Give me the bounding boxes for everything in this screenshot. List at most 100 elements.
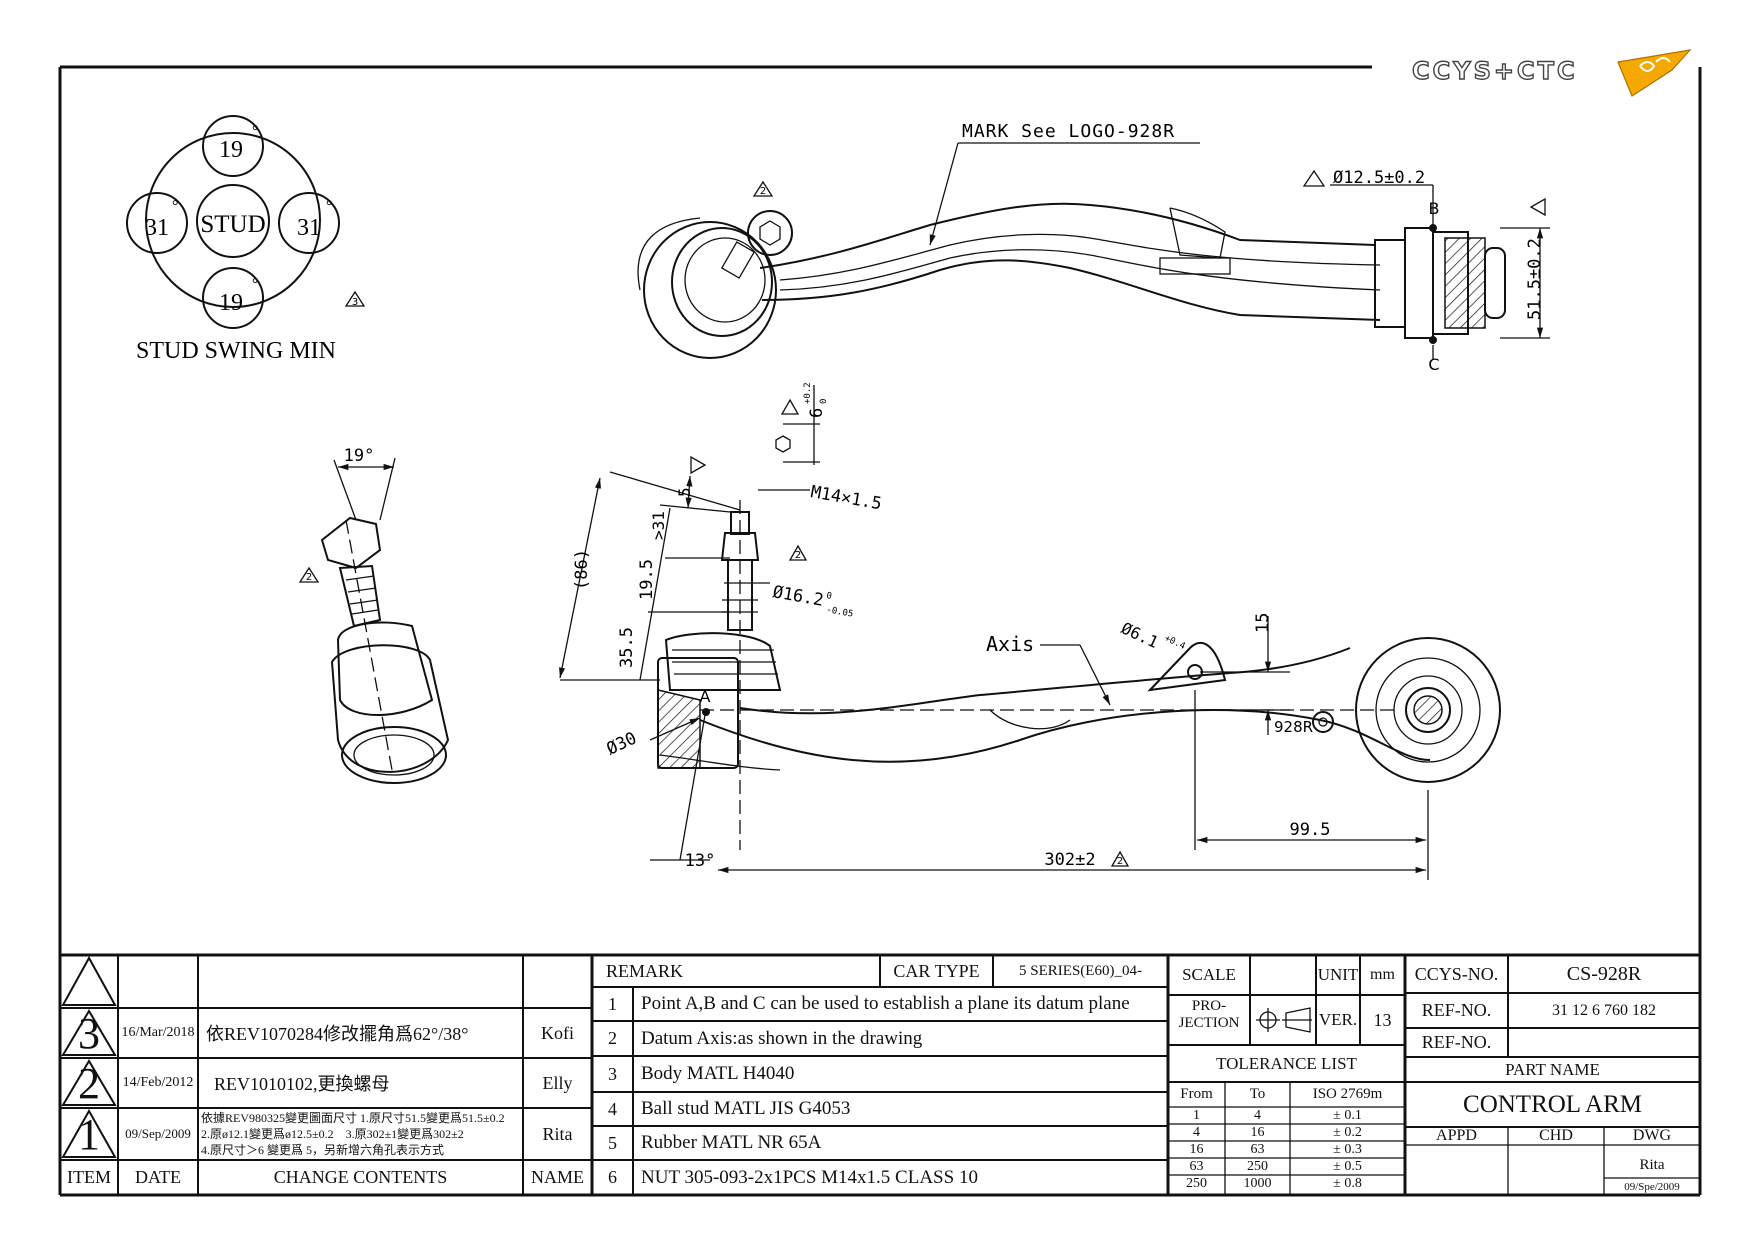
tol-cell: ± 0.2 — [1333, 1124, 1362, 1140]
svg-text:2: 2 — [760, 186, 766, 197]
stud-swing-top: 19 — [219, 137, 243, 163]
tol-cell: 63 — [1189, 1158, 1204, 1174]
rev-date-3: 16/Mar/2018 — [121, 1025, 195, 1040]
tol-cell: 4 — [1193, 1124, 1200, 1140]
dim-86: (86) — [572, 549, 592, 590]
svg-text:2: 2 — [795, 550, 801, 561]
hex-dim: 6 — [807, 408, 827, 418]
dwg-label: DWG — [1632, 1127, 1672, 1144]
dim-35-5: 35.5 — [617, 627, 637, 668]
top-view: MARK See LOGO-928R B C Ø12.5±0.2 — [637, 121, 1550, 374]
unit-label: UNIT — [1317, 965, 1359, 984]
arm-logo: 928R — [1274, 718, 1313, 736]
svg-text:2: 2 — [306, 572, 312, 583]
svg-text:°: ° — [252, 123, 258, 140]
dim-99-5: 99.5 — [1290, 820, 1331, 840]
rev-item-2: 2 — [78, 1058, 100, 1108]
remark-text-3: Body MATL H4040 — [641, 1063, 795, 1084]
svg-text:+0.4: +0.4 — [1163, 634, 1187, 652]
svg-text:°: ° — [172, 198, 178, 215]
dim-15: 15 — [1253, 613, 1273, 633]
remark-no-2: 2 — [608, 1028, 617, 1048]
rev-content-2: REV1010102,更換螺母 — [214, 1074, 390, 1094]
remark-text-1: Point A,B and C can be used to establish… — [641, 993, 1130, 1014]
svg-text:°: ° — [252, 276, 258, 293]
tol-cell: ± 0.8 — [1333, 1176, 1362, 1191]
car-type-label: CAR TYPE — [893, 960, 980, 981]
svg-text:0: 0 — [825, 591, 832, 602]
ref-label-2: REF-NO. — [1421, 1032, 1492, 1052]
tol-cell: ± 0.5 — [1333, 1158, 1362, 1174]
remark-text-5: Rubber MATL NR 65A — [641, 1132, 822, 1153]
tol-cell: 1 — [1193, 1107, 1200, 1123]
tol-cell: ± 0.1 — [1333, 1107, 1362, 1123]
tol-header-to: To — [1249, 1086, 1266, 1102]
stud-swing-caption: STUD SWING MIN — [136, 338, 336, 364]
ccys-no: CS-928R — [1566, 962, 1642, 985]
rev-name-2: Elly — [542, 1072, 573, 1093]
rev-header-date: DATE — [135, 1167, 181, 1187]
remark-text-2: Datum Axis:as shown in the drawing — [641, 1027, 923, 1049]
dim-19-5: 19.5 — [637, 559, 657, 600]
unit-value: mm — [1370, 966, 1395, 983]
dim-302: 302±2 — [1044, 850, 1095, 870]
brand-logo-mark-icon — [1617, 49, 1692, 97]
car-type-value: 5 SERIES(E60)_04- — [1019, 962, 1142, 979]
rev-content-1: 依據REV980325變更圖面尺寸 1.原尺寸51.5變更爲51.5±0.2 2… — [201, 1111, 505, 1157]
stud-swing-right: 31 — [297, 215, 321, 241]
tol-cell: 16 — [1250, 1124, 1265, 1140]
tol-cell: 16 — [1189, 1141, 1204, 1157]
dim-31: >31 — [649, 511, 668, 540]
point-b: B — [1429, 199, 1440, 218]
remark-text-4: Ball stud MATL JIS G4053 — [641, 1098, 851, 1119]
ccys-label: CCYS-NO. — [1414, 963, 1499, 984]
axis-label: Axis — [986, 632, 1034, 656]
ref-no: 31 12 6 760 182 — [1552, 1001, 1656, 1019]
remark-text-6: NUT 305-093-2x1PCS M14x1.5 CLASS 10 — [641, 1166, 978, 1188]
rev-header-name: NAME — [531, 1167, 584, 1187]
bush-len-dim: 51.5±0.2 — [1525, 238, 1545, 320]
tol-cell: ± 0.3 — [1333, 1141, 1362, 1157]
bush-dia-dim: Ø12.5±0.2 — [1333, 168, 1425, 188]
rev-name-1: Rita — [542, 1123, 573, 1144]
tol-cell: 250 — [1247, 1158, 1268, 1174]
rev-item-3: 3 — [78, 1008, 100, 1058]
tol-header-from: From — [1180, 1086, 1213, 1102]
rev-content-3: 依REV1070284修改擺角爲62°/38° — [206, 1024, 469, 1044]
remark-no-5: 5 — [608, 1132, 617, 1153]
tol-cell: 250 — [1186, 1176, 1207, 1191]
svg-text:-0.05: -0.05 — [825, 605, 853, 620]
stud-view: 19° 2 — [298, 446, 450, 784]
appd-label: APPD — [1436, 1127, 1477, 1144]
rev-name-3: Kofi — [541, 1022, 574, 1043]
stud-swing-diagram: STUD 19 ° 19 ° 31 ° 31 ° STUD SWING MIN … — [126, 115, 366, 364]
svg-text:+0.2: +0.2 — [803, 382, 813, 404]
stud-swing-bottom: 19 — [219, 290, 243, 316]
rev-date-2: 14/Feb/2012 — [122, 1075, 194, 1090]
rev-date-1: 09/Sep/2009 — [125, 1126, 191, 1141]
point-a: A — [700, 687, 711, 706]
stud-swing-center: STUD — [200, 211, 265, 238]
projection-label: PRO- JECTION — [1178, 998, 1240, 1031]
stud-swing-left: 31 — [145, 215, 169, 241]
dim-30: Ø30 — [604, 728, 640, 759]
chd-label: CHD — [1539, 1127, 1573, 1144]
drawer-name: Rita — [1639, 1156, 1665, 1173]
angle-13: 13° — [685, 851, 716, 871]
rev-triangle-3: 3 — [352, 297, 358, 308]
point-c: C — [1428, 355, 1439, 374]
part-name: CONTROL ARM — [1463, 1090, 1642, 1118]
thread-dim: M14×1.5 — [809, 482, 883, 514]
drawn-date: 09/Spe/2009 — [1624, 1180, 1680, 1193]
stud-angle: 19° — [344, 446, 375, 466]
tol-cell: 4 — [1254, 1107, 1261, 1123]
side-view: 928R A 6 +0.2 0 M14×1.5 2 — [558, 382, 1501, 880]
scale-label: SCALE — [1182, 965, 1236, 984]
dim-5: 5 — [675, 487, 694, 497]
mark-note: MARK See LOGO-928R — [962, 121, 1175, 142]
remark-no-1: 1 — [608, 993, 617, 1014]
tol-cell: 1000 — [1243, 1176, 1272, 1191]
hole-dia-dim: Ø6.1 — [1118, 618, 1161, 652]
part-name-label: PART NAME — [1505, 1059, 1600, 1079]
